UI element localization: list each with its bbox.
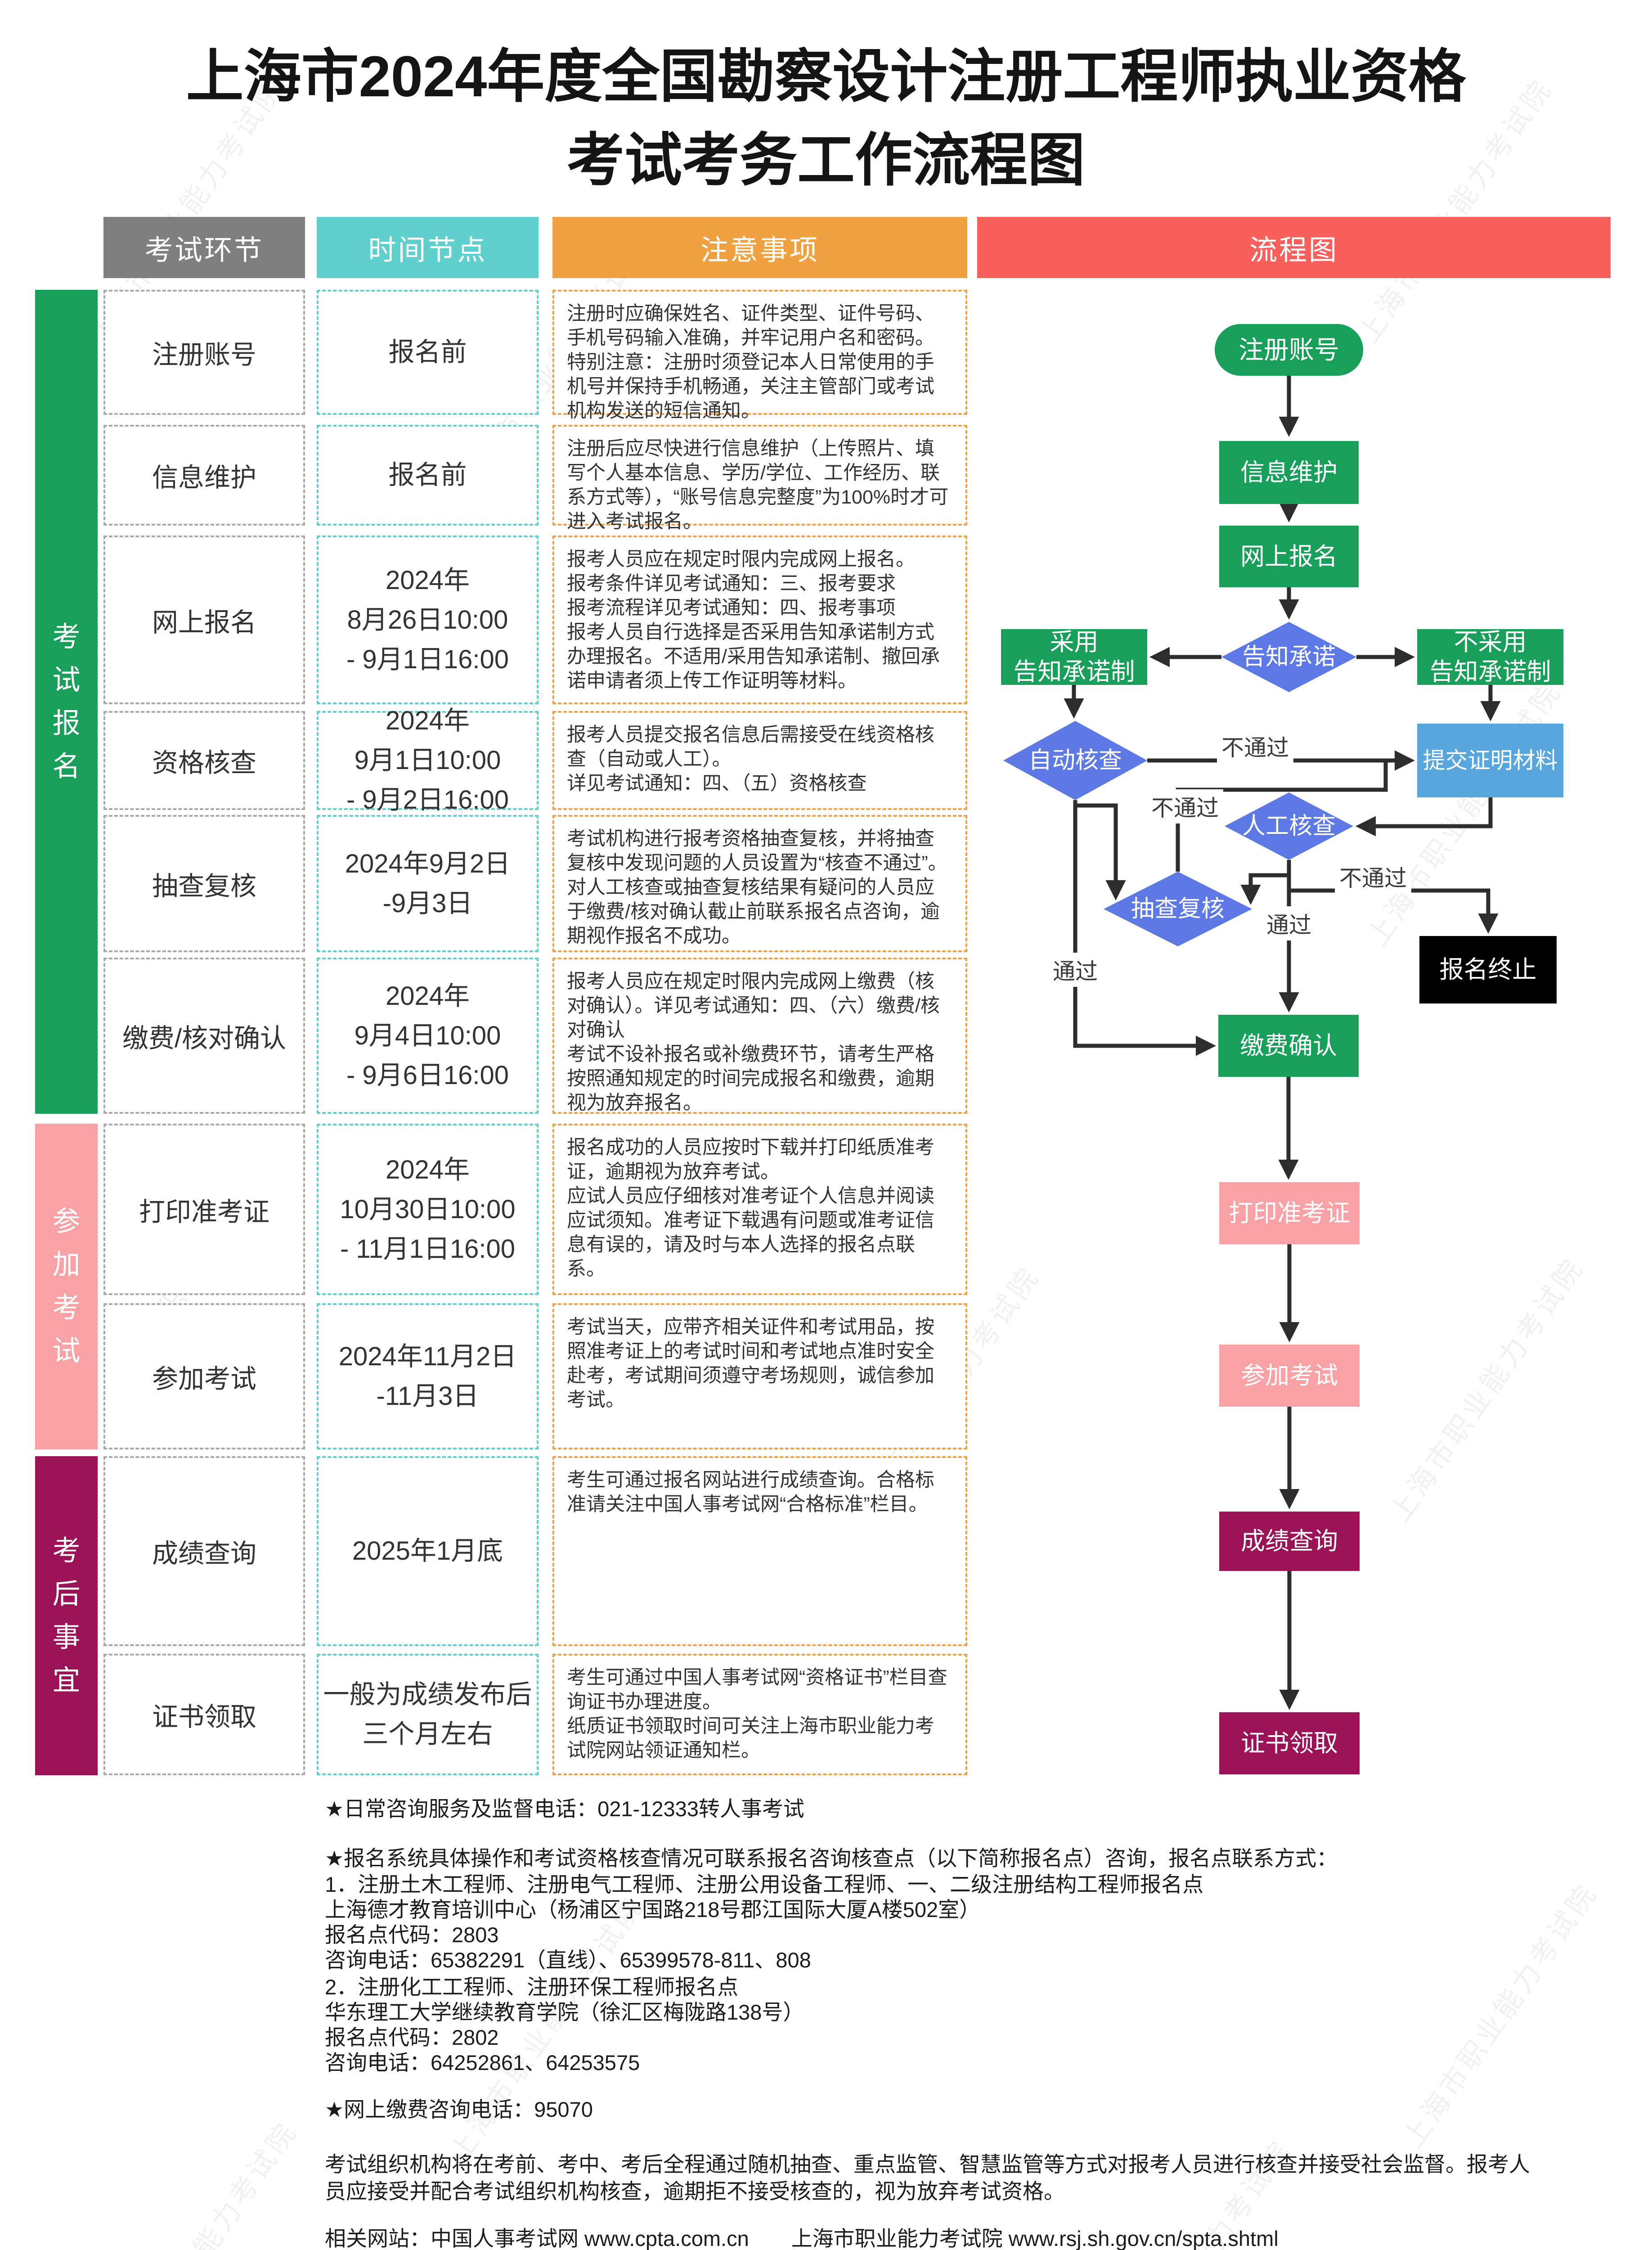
page-title-line2: 考试考务工作流程图 <box>566 128 1085 193</box>
flowchart-edges <box>1064 376 1501 1710</box>
page-title-line1: 上海市2024年度全国勘察设计注册工程师执业资格 <box>186 45 1466 109</box>
header-flowchart: 流程图 <box>977 217 1611 278</box>
phase-label: 考试报名 <box>52 621 81 782</box>
phase-exam-registration: 考试报名 <box>35 290 98 1114</box>
flow-node-register-account: 注册账号 <box>1215 324 1363 376</box>
stage-cell: 网上报名 <box>103 536 305 704</box>
edge-label-fail: 不通过 <box>1217 729 1293 763</box>
time-cell: 报名前 <box>317 425 539 526</box>
edge-label-pass: 通过 <box>1262 906 1316 940</box>
table-row: 成绩查询 2025年1月底 考生可通过报名网站进行成绩查询。合格标准请关注中国人… <box>0 1456 1652 1646</box>
watermark-text: 上海市职业能力考试院 <box>91 2111 305 2250</box>
notes-cell: 报考人员应在规定时限内完成网上报名。 报考条件详见考试通知：三、报考要求 报考流… <box>552 536 967 704</box>
notes-cell: 注册后应尽快进行信息维护（上传照片、填写个人基本信息、学历/学位、工作经历、联系… <box>552 425 967 532</box>
time-cell: 2024年 8月26日10:00 - 9月1日16:00 <box>317 536 539 704</box>
stage-cell: 打印准考证 <box>103 1124 305 1295</box>
stage-cell: 注册账号 <box>103 290 305 415</box>
flow-node-not-use-promise-system: 不采用 告知承诺制 <box>1417 629 1563 685</box>
footer-point2-title: 2．注册化工工程师、注册环保工程师报名点 <box>325 1975 739 1999</box>
flow-node-print-admission-ticket: 打印准考证 <box>1219 1182 1360 1244</box>
time-cell: 2025年1月底 <box>317 1456 539 1646</box>
time-cell: 报名前 <box>317 290 539 415</box>
table-row: 注册账号 报名前 注册时应确保姓名、证件类型、证件号码、手机号码输入准确，并牢记… <box>0 290 1652 422</box>
edge-label-fail: 不通过 <box>1147 789 1223 824</box>
notes-cell: 报考人员提交报名信息后需接受在线资格核查（自动或人工）。 详见考试通知：四、（五… <box>552 711 967 810</box>
time-cell: 2024年11月2日 -11月3日 <box>317 1303 539 1449</box>
notes-cell: 考试机构进行报考资格抽查复核，并将抽查复核中发现问题的人员设置为“核查不通过”。… <box>552 815 967 952</box>
footer-point2-address: 华东理工大学继续教育学院（徐汇区梅陇路138号） <box>325 2000 804 2024</box>
watermark-text: 上海市职业能力考试院 <box>1397 1877 1604 2154</box>
flow-node-certificate-pickup: 证书领取 <box>1219 1712 1360 1774</box>
time-cell: 一般为成绩发布后 三个月左右 <box>317 1654 539 1775</box>
notes-cell: 考生可通过报名网站进行成绩查询。合格标准请关注中国人事考试网“合格标准”栏目。 <box>552 1456 967 1646</box>
notes-cell: 注册时应确保姓名、证件类型、证件号码、手机号码输入准确，并牢记用户名和密码。 特… <box>552 290 967 422</box>
footer-hotline: ★日常咨询服务及监督电话：021-12333转人事考试 <box>325 1797 804 1821</box>
phase-label: 考后事宜 <box>52 1535 81 1696</box>
phase-label: 参加考试 <box>52 1206 81 1367</box>
flow-node-info-maintenance: 信息维护 <box>1219 441 1359 504</box>
footer-point1-phone: 咨询电话：65382291（直线）、65399578-811、808 <box>325 1948 811 1972</box>
table-row: 网上报名 2024年 8月26日10:00 - 9月1日16:00 报考人员应在… <box>0 536 1652 704</box>
flow-node-use-promise-system: 采用 告知承诺制 <box>1001 629 1147 685</box>
phase-after-exam: 考后事宜 <box>35 1456 98 1775</box>
table-row: 信息维护 报名前 注册后应尽快进行信息维护（上传照片、填写个人基本信息、学历/学… <box>0 425 1652 532</box>
stage-cell: 信息维护 <box>103 425 305 526</box>
footer-point1-code: 报名点代码：2803 <box>325 1923 499 1947</box>
table-row: 资格核查 2024年 9月1日10:00 - 9月2日16:00 报考人员提交报… <box>0 706 1652 814</box>
table-row: 抽查复核 2024年9月2日 -9月3日 考试机构进行报考资格抽查复核，并将抽查… <box>0 815 1652 952</box>
flow-node-registration-terminated: 报名终止 <box>1419 936 1557 1004</box>
stage-cell: 参加考试 <box>103 1303 305 1449</box>
footer-point2-code: 报名点代码：2802 <box>325 2025 499 2049</box>
notes-cell: 报名成功的人员应按时下载并打印纸质准考证，逾期视为放弃考试。 应试人员应仔细核对… <box>552 1124 967 1295</box>
footer-signup-points: ★报名系统具体操作和考试资格核查情况可联系报名咨询核查点（以下简称报名点）咨询，… <box>325 1846 1338 1870</box>
phase-take-exam: 参加考试 <box>35 1124 98 1449</box>
table-row: 缴费/核对确认 2024年 9月4日10:00 - 9月6日16:00 报考人员… <box>0 958 1652 1114</box>
header-exam-stage: 考试环节 <box>103 217 305 278</box>
footer-point2-phone: 咨询电话：64252861、64253575 <box>325 2051 640 2074</box>
page-title: 上海市2024年度全国勘察设计注册工程师执业资格 考试考务工作流程图 <box>0 35 1652 202</box>
stage-cell: 成绩查询 <box>103 1456 305 1646</box>
stage-cell: 证书领取 <box>103 1654 305 1775</box>
table-row: 打印准考证 2024年 10月30日10:00 - 11月1日16:00 报名成… <box>0 1124 1652 1295</box>
footer-related-websites: 相关网站：中国人事考试网 www.cpta.com.cn 上海市职业能力考试院 … <box>325 2227 1279 2250</box>
edge-label-fail: 不通过 <box>1335 860 1411 894</box>
time-cell: 2024年 9月1日10:00 - 9月2日16:00 <box>317 706 539 814</box>
footer-payment-hotline: ★网上缴费咨询电话：95070 <box>325 2097 593 2121</box>
flow-node-take-exam: 参加考试 <box>1219 1345 1360 1407</box>
flow-node-score-query: 成绩查询 <box>1219 1512 1360 1571</box>
table-row: 证书领取 一般为成绩发布后 三个月左右 考生可通过中国人事考试网“资格证书”栏目… <box>0 1654 1652 1775</box>
notes-cell: 考生可通过中国人事考试网“资格证书”栏目查询证书办理进度。 纸质证书领取时间可关… <box>552 1654 967 1775</box>
stage-cell: 缴费/核对确认 <box>103 958 305 1114</box>
footer-supervision-note: 考试组织机构将在考前、考中、考后全程通过随机抽查、重点监管、智慧监管等方式对报考… <box>325 2152 1530 2203</box>
notes-cell: 报考人员应在规定时限内完成网上缴费（核对确认）。详见考试通知：四、（六）缴费/核… <box>552 958 967 1114</box>
footer-point1-title: 1．注册土木工程师、注册电气工程师、注册公用设备工程师、一、二级注册结构工程师报… <box>325 1872 1204 1896</box>
stage-cell: 抽查复核 <box>103 815 305 952</box>
edge-label-pass: 通过 <box>1048 953 1102 987</box>
flow-node-submit-materials: 提交证明材料 <box>1417 724 1563 797</box>
time-cell: 2024年9月2日 -9月3日 <box>317 815 539 952</box>
flowchart: 注册账号 信息维护 网上报名 告知承诺 采用 告知承诺制 不采用 告知承诺制 自… <box>977 270 1620 1800</box>
header-notes: 注意事项 <box>552 217 967 278</box>
notes-cell: 考试当天，应带齐相关证件和考试用品，按照准考证上的考试时间和考试地点准时安全赴考… <box>552 1303 967 1449</box>
time-cell: 2024年 10月30日10:00 - 11月1日16:00 <box>317 1124 539 1295</box>
table-row: 参加考试 2024年11月2日 -11月3日 考试当天，应带齐相关证件和考试用品… <box>0 1303 1652 1449</box>
footer-point1-address: 上海德才教育培训中心（杨浦区宁国路218号郡江国际大厦A楼502室） <box>325 1898 981 1922</box>
header-time-node: 时间节点 <box>317 217 539 278</box>
time-cell: 2024年 9月4日10:00 - 9月6日16:00 <box>317 958 539 1114</box>
stage-cell: 资格核查 <box>103 711 305 810</box>
flow-node-online-signup: 网上报名 <box>1219 526 1359 587</box>
flow-node-payment-confirm: 缴费确认 <box>1218 1015 1359 1077</box>
